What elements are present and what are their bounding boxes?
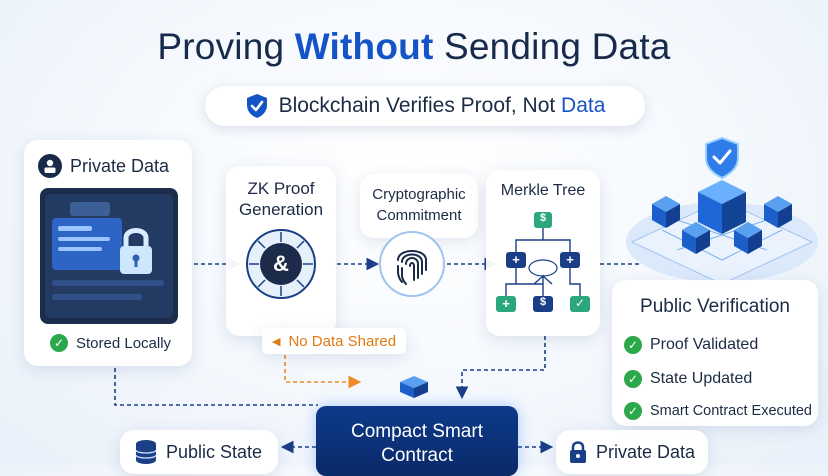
private-data-label: Private Data: [70, 155, 170, 176]
lock-icon: [570, 441, 586, 463]
merkle-node-right: [560, 252, 580, 268]
public-verification-title: Public Verification: [640, 296, 790, 317]
no-data-shared-tag: ◀ No Data Shared: [262, 328, 407, 354]
title-part2: Sending Data: [433, 26, 671, 67]
padlock-shackle: [123, 228, 149, 246]
private-data-header: Private Data: [38, 154, 169, 178]
subtitle-highlight: Data: [561, 94, 606, 117]
merkle-leaf-2: [533, 296, 553, 312]
merkle-left-symbol: +: [512, 252, 520, 267]
fingerprint-icon: [379, 231, 445, 297]
subtitle-part1: Blockchain Verifies Proof, Not: [278, 94, 562, 117]
merkle-leaf2-symbol: $: [539, 296, 547, 308]
private-data-card: Private Data ✓ Stored Locally: [24, 140, 192, 366]
merkle-root-node: [534, 212, 552, 228]
zk-proof-label-line2: Generation: [238, 200, 324, 219]
check-icon: ✓: [50, 334, 68, 352]
zk-proof-card: ZK Proof Generation &: [226, 166, 336, 336]
merkle-leaf1-symbol: +: [502, 296, 510, 311]
blockchain-cubes: [652, 180, 792, 254]
database-icon: [135, 440, 157, 464]
contract-label-line2: Contract: [381, 445, 453, 466]
merkle-tree-diagram: [496, 212, 590, 312]
public-state-box: Public State: [120, 430, 278, 474]
commitment-label-line1: Cryptographic: [372, 186, 466, 203]
arrow-merkle-to-contract: [455, 336, 546, 400]
server-icon: [400, 376, 428, 398]
verification-item-2-label: State Updated: [650, 370, 753, 387]
check-icon: ✓: [624, 402, 642, 420]
private-data-bottom-box: Private Data: [556, 430, 708, 474]
stored-locally-status: ✓ Stored Locally: [50, 334, 171, 352]
check-icon: ✓: [624, 370, 642, 388]
compact-smart-contract: Compact Smart Contract: [316, 406, 518, 476]
no-data-shared-label: No Data Shared: [288, 332, 397, 350]
zk-proof-label: ZK Proof Generation: [226, 178, 336, 220]
user-lock-icon: [38, 154, 62, 178]
device-illustration: [40, 188, 178, 324]
title-highlight: Without: [294, 26, 434, 67]
merkle-node-left: [506, 252, 526, 268]
merkle-tree-card: Merkle Tree $ + + + $ ✓: [486, 170, 600, 336]
commitment-label-line2: Commitment: [376, 207, 462, 224]
private-data-bottom-label: Private Data: [596, 441, 696, 462]
blockchain-network-illustration: [626, 136, 818, 285]
verification-item-3-label: Smart Contract Executed: [650, 403, 812, 419]
merkle-root-symbol: $: [539, 212, 547, 224]
verification-item-2: ✓ State Updated: [624, 370, 752, 388]
verification-item-1-label: Proof Validated: [650, 336, 759, 353]
title-part1: Proving: [157, 26, 295, 67]
contract-label-line1: Compact Smart: [351, 421, 483, 442]
shield-check-badge: [705, 136, 739, 180]
shield-check-icon: [246, 94, 267, 118]
merkle-leaf-3: [570, 296, 590, 312]
merkle-right-symbol: +: [566, 252, 574, 267]
commitment-label: Cryptographic Commitment: [360, 184, 478, 226]
public-verification-card: Public Verification ✓ Proof Validated ✓ …: [612, 280, 818, 426]
merkle-tree-label: Merkle Tree: [500, 182, 586, 199]
public-state-label: Public State: [166, 441, 263, 462]
arrow-left-icon: ◀: [272, 335, 281, 348]
contract-label: Compact Smart Contract: [316, 406, 518, 468]
stored-locally-label: Stored Locally: [76, 334, 172, 352]
zk-circuit-icon: [246, 229, 316, 299]
subtitle-text: Blockchain Verifies Proof, Not Data: [279, 94, 606, 118]
zk-proof-label-line1: ZK Proof: [247, 179, 315, 198]
verification-item-3: ✓ Smart Contract Executed: [624, 402, 812, 420]
merkle-leaf3-symbol: ✓: [574, 296, 586, 310]
check-icon: ✓: [624, 336, 642, 354]
verification-item-1: ✓ Proof Validated: [624, 336, 758, 354]
zk-symbol: &: [273, 251, 289, 276]
commitment-label-card: Cryptographic Commitment: [360, 174, 478, 238]
arrow-private-to-contract: [114, 368, 318, 406]
page-title: Proving Without Sending Data: [0, 26, 828, 68]
merkle-leaf-1: [496, 296, 516, 312]
subtitle-pill: Blockchain Verifies Proof, Not Data: [205, 86, 645, 126]
